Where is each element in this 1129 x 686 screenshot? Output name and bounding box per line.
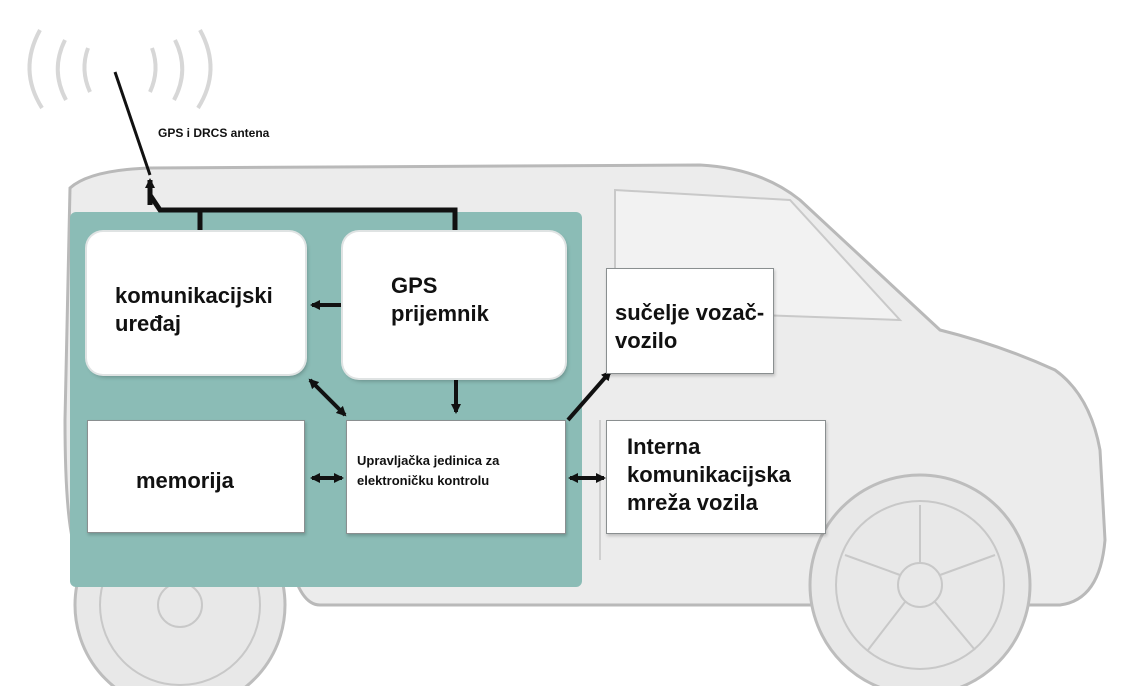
driver-interface-label: sučelje vozač-vozilo [615, 300, 765, 353]
antenna-feed [147, 193, 458, 232]
driver-interface-box: sučelje vozač-vozilo [606, 268, 774, 374]
memory-label: memorija [136, 468, 234, 493]
communication-device-box: komunikacijski uređaj [87, 232, 305, 374]
communication-device-label: komunikacijski uređaj [115, 283, 273, 336]
ecu-label: Upravljačka jedinica za elektroničku kon… [357, 453, 500, 488]
internal-network-box: Interna komunikacijska mreža vozila [606, 420, 826, 534]
ecu-box: Upravljačka jedinica za elektroničku kon… [346, 420, 566, 534]
antenna-label: GPS i DRCS antena [158, 126, 270, 140]
internal-network-label: Interna komunikacijska mreža vozila [627, 434, 791, 515]
memory-box: memorija [87, 420, 305, 533]
rear-wheel [808, 473, 1032, 686]
antenna-line [113, 71, 152, 176]
connection-arrows [308, 300, 612, 483]
gps-receiver-label: GPS prijemnik [391, 273, 489, 326]
signal-waves-icon [27, 29, 213, 110]
gps-receiver-box: GPS prijemnik [343, 232, 565, 378]
